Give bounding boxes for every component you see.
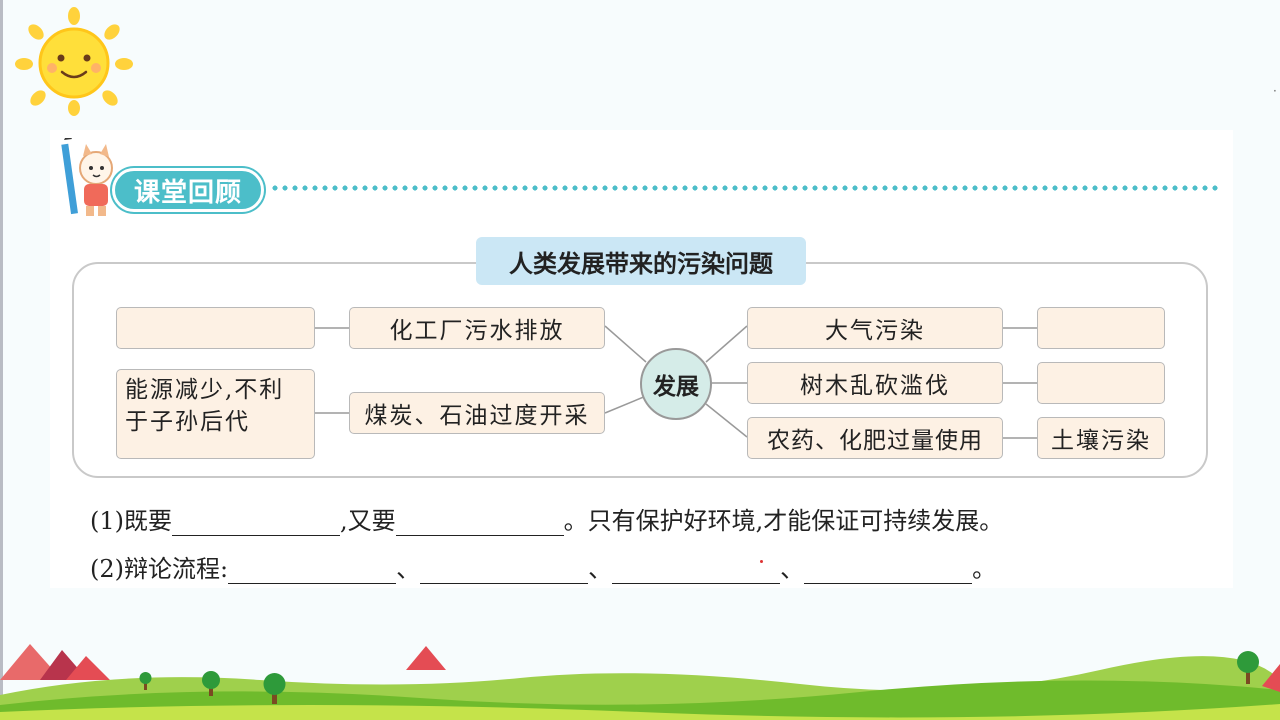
effect-node-blank-2 [1037, 307, 1165, 349]
effect-node-energy-line-1: 能源减少,不利 [125, 377, 285, 403]
answer-blank-1a[interactable] [172, 507, 340, 536]
question-1-suffix: 。只有保护好环境,才能保证可持续发展。 [563, 507, 1004, 535]
landscape-illustration [0, 644, 1280, 720]
answer-blank-2a[interactable] [228, 555, 397, 584]
effect-node-blank-3 [1037, 362, 1165, 404]
sun-icon [15, 7, 133, 116]
answer-blank-2b[interactable] [420, 555, 589, 584]
effect-node-soil-pollution: 土壤污染 [1037, 417, 1165, 459]
question-2-sep-1: 、 [396, 555, 421, 583]
question-2-prefix: (2)辩论流程: [90, 555, 229, 583]
left-edge-rule [0, 0, 3, 720]
cause-node-air-pollution: 大气污染 [747, 307, 1003, 349]
answer-blank-2d[interactable] [804, 555, 973, 584]
page-edge-mark: · [1273, 84, 1277, 98]
tree-icon [139, 651, 1259, 704]
cat-with-pencil-icon [61, 138, 113, 216]
cause-node-deforestation: 树木乱砍滥伐 [747, 362, 1003, 404]
stray-red-dot [760, 560, 763, 563]
question-2-sep-2: 、 [588, 555, 613, 583]
answer-blank-2c[interactable] [612, 555, 781, 584]
question-1-mid: ,又要 [340, 507, 396, 535]
question-1-prefix: (1)既要 [90, 507, 172, 535]
dotted-divider [270, 185, 1220, 191]
answer-blank-1b[interactable] [395, 507, 564, 536]
cause-node-coal-oil: 煤炭、石油过度开采 [349, 392, 605, 434]
center-node-development: 发展 [640, 348, 712, 420]
question-2: (2)辩论流程: 、 、 、 。 [90, 544, 996, 584]
question-2-end: 。 [972, 555, 997, 583]
effect-node-energy: 能源减少,不利 于子孙后代 [116, 369, 315, 459]
cause-node-pesticide-fertilizer: 农药、化肥过量使用 [747, 417, 1003, 459]
mind-map-title: 人类发展带来的污染问题 [476, 237, 806, 285]
question-2-sep-3: 、 [780, 555, 805, 583]
cause-node-chemical-sewage: 化工厂污水排放 [349, 307, 605, 349]
section-title-badge: 课堂回顾 [112, 168, 264, 212]
question-1: (1)既要 ,又要 。只有保护好环境,才能保证可持续发展。 [90, 496, 1003, 536]
effect-node-blank-1 [116, 307, 315, 349]
effect-node-energy-line-2: 于子孙后代 [125, 409, 250, 435]
